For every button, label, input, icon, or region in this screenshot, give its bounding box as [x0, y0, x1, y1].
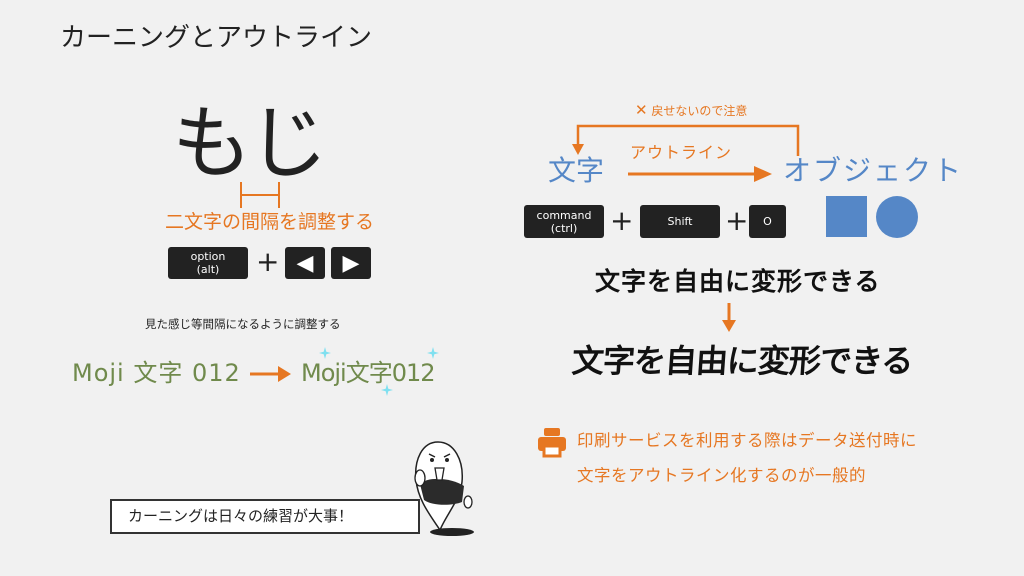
sparkle-icon: [319, 347, 331, 359]
banner: カーニングは日々の練習が大事！: [110, 499, 420, 534]
right-arrow-key: ▶: [331, 247, 371, 279]
plus-sign: +: [256, 245, 280, 278]
printer-icon: [538, 428, 566, 458]
command-key: command(ctrl): [524, 205, 604, 238]
option-key: option(alt): [168, 247, 248, 279]
shift-key: Shift: [640, 205, 720, 238]
plus-sign: +: [725, 204, 749, 237]
sparkle-icon: [427, 347, 439, 359]
o-key: O: [749, 205, 786, 238]
square-shape-icon: [826, 196, 867, 237]
plus-sign: +: [610, 204, 634, 237]
page-title: カーニングとアウトライン: [60, 23, 373, 53]
transform-text-after: 文字を自由に変形できる: [570, 342, 914, 380]
spacing-label: 二文字の間隔を調整する: [165, 211, 375, 233]
mascot-character-icon: [414, 441, 474, 536]
key-label: option: [190, 250, 226, 263]
outline-label: アウトライン: [630, 143, 733, 162]
warning-text: ✕ 戻せないので注意: [635, 101, 748, 119]
key-label: command: [536, 208, 592, 222]
outline-arrow-icon: [628, 166, 772, 182]
transform-text-before: 文字を自由に変形できる: [595, 267, 881, 296]
before-kerning-text: Moji 文字 012: [72, 359, 241, 387]
sparkle-icon: [381, 384, 393, 396]
after-kerning-text: Moji文字012: [301, 359, 436, 387]
return-arrow-icon: [572, 124, 800, 156]
note-line-2: 文字をアウトライン化するのが一般的: [577, 466, 866, 485]
key-sublabel: (ctrl): [550, 221, 578, 235]
key-sublabel: (alt): [196, 263, 220, 276]
note-line-1: 印刷サービスを利用する際はデータ送付時に: [577, 431, 917, 450]
arrow-down-icon: [722, 303, 736, 332]
spacing-bracket-icon: [240, 182, 280, 208]
hint-text: 見た感じ等間隔になるように調整する: [145, 317, 341, 331]
text-label: 文字: [548, 154, 605, 187]
arrow-right-icon: [250, 366, 291, 382]
object-label: オブジェクト: [783, 154, 964, 187]
x-mark-icon: ✕: [635, 101, 648, 119]
circle-shape-icon: [876, 196, 918, 238]
warning-label: 戻せないので注意: [651, 104, 748, 118]
left-arrow-key: ◀: [285, 247, 325, 279]
kerning-example-text: もじ: [172, 97, 328, 190]
